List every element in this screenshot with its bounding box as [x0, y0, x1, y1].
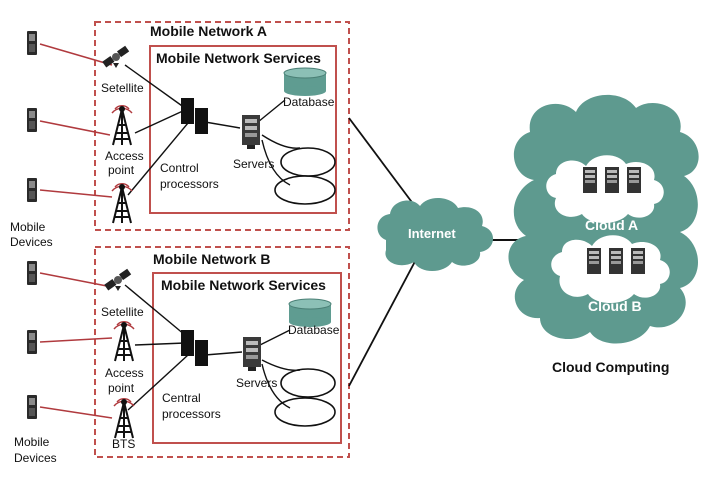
link-line	[259, 329, 291, 346]
link-line	[261, 359, 301, 371]
storage-ellipse	[274, 397, 336, 427]
servers-label: Servers	[233, 157, 274, 171]
cloud-a-label: Cloud A	[585, 217, 638, 233]
cloud-b-label: Cloud B	[588, 298, 642, 314]
database-label: Database	[288, 323, 340, 337]
link-line	[39, 43, 113, 66]
link-line	[204, 121, 241, 129]
cloud-server-icon	[583, 167, 597, 193]
mobile-network-b: Mobile Network B Mobile Network Services…	[14, 246, 350, 465]
link-line	[127, 122, 189, 196]
cloud-server-icon	[587, 248, 601, 274]
link-line	[127, 354, 189, 411]
access-point-label: Access	[105, 366, 144, 380]
database-label: Database	[283, 95, 335, 109]
network-a-services-border	[149, 45, 337, 214]
link-line	[134, 342, 186, 346]
processors-label: processors	[162, 407, 221, 421]
mobile-phone-icon	[27, 31, 37, 55]
satellite-label: Setellite	[101, 305, 144, 319]
link-line	[39, 272, 113, 288]
network-b-services-border	[152, 272, 342, 444]
link-line	[134, 109, 186, 134]
processor-icon	[181, 330, 208, 366]
mobile-phone-icon	[27, 395, 37, 419]
mobile-phone-icon	[27, 330, 37, 354]
tower-icon	[111, 182, 133, 224]
storage-ellipse	[280, 147, 336, 177]
link-line	[261, 363, 291, 409]
database-icon	[283, 67, 327, 97]
access-point-icon	[111, 104, 133, 146]
cloud-server-icon	[627, 167, 641, 193]
satellite-icon	[102, 45, 130, 68]
link-line	[39, 406, 113, 419]
network-a-internet-link	[348, 117, 421, 214]
cloud-server-icon	[605, 167, 619, 193]
processors-label: processors	[160, 177, 219, 191]
link-line	[204, 351, 243, 356]
access-point-label: Access	[105, 149, 144, 163]
mobile-devices-label: Mobile	[14, 435, 50, 449]
processor-icon	[181, 98, 208, 134]
tower-icon	[113, 397, 135, 439]
access-point-label: point	[108, 381, 135, 395]
network-b-services-title: Mobile Network Services	[161, 277, 326, 293]
network-b-internet-link	[348, 251, 421, 387]
network-a-border	[94, 21, 350, 231]
link-line	[39, 337, 113, 343]
servers-label: Servers	[236, 376, 277, 390]
server-icon	[243, 337, 261, 371]
bts-label: BTS	[112, 437, 135, 451]
link-line	[261, 139, 291, 186]
mobile-devices-label: Devices	[14, 451, 57, 465]
mobile-phone-icon	[27, 178, 37, 202]
processors-label: Control	[160, 161, 199, 175]
internet-cloud-shape	[377, 197, 494, 271]
cloud-server-icon	[631, 248, 645, 274]
satellite-label: Setellite	[101, 81, 144, 95]
network-b-title: Mobile Network B	[153, 251, 270, 267]
processors-label: Central	[162, 391, 201, 405]
storage-ellipse	[274, 175, 336, 205]
link-line	[39, 189, 113, 198]
server-icon	[242, 115, 260, 149]
network-a-services-title: Mobile Network Services	[156, 50, 321, 66]
cloud-computing-caption: Cloud Computing	[552, 359, 669, 375]
access-point-label: point	[108, 163, 135, 177]
storage-ellipse	[280, 368, 336, 398]
mobile-devices-label: Devices	[10, 235, 53, 249]
link-line	[124, 284, 186, 336]
link-line	[39, 120, 111, 136]
internet-cloud: Internet	[377, 197, 494, 271]
access-point-icon	[113, 320, 135, 362]
link-line	[124, 64, 186, 109]
mobile-phone-icon	[27, 108, 37, 132]
link-line	[257, 99, 286, 123]
mobile-network-a: Mobile Network A Mobile Network Services…	[10, 21, 350, 249]
mobile-phone-icon	[27, 261, 37, 285]
cloud-computing: Cloud A Cloud B Cloud Computing	[508, 94, 699, 375]
cloud-server-icon	[609, 248, 623, 274]
internet-label: Internet	[408, 226, 456, 241]
network-a-title: Mobile Network A	[150, 23, 267, 39]
network-b-border	[94, 246, 350, 458]
mobile-devices-label: Mobile	[10, 220, 46, 234]
link-line	[261, 134, 301, 149]
